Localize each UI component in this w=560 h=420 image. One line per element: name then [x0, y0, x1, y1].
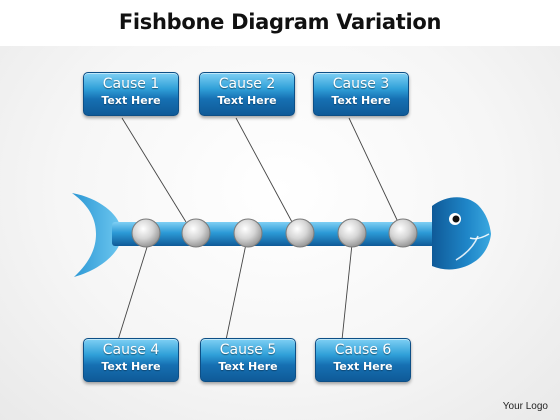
connector-line-4 — [117, 243, 149, 341]
logo-placeholder: Your Logo — [502, 401, 548, 412]
spine-node-5 — [337, 218, 367, 248]
cause-text: Text Here — [333, 360, 393, 373]
connector-line-1 — [121, 117, 187, 223]
cause-box-3: Cause 3 Text Here — [313, 72, 409, 116]
cause-text: Text Here — [331, 94, 391, 107]
connector-line-3 — [348, 117, 399, 223]
cause-text: Text Here — [101, 360, 161, 373]
cause-text: Text Here — [218, 360, 278, 373]
connector-lines — [117, 117, 399, 341]
cause-box-2: Cause 2 Text Here — [199, 72, 295, 116]
connector-line-5 — [225, 243, 247, 341]
fish-head — [432, 197, 491, 270]
spine-node-2 — [181, 218, 211, 248]
title-bar: Fishbone Diagram Variation — [0, 0, 560, 46]
spine-node-3 — [233, 218, 263, 248]
cause-title: Cause 1 — [102, 76, 160, 92]
fish-tail — [72, 193, 120, 277]
spine-nodes — [131, 218, 418, 248]
cause-box-5: Cause 5 Text Here — [200, 338, 296, 382]
cause-title: Cause 3 — [332, 76, 390, 92]
connector-line-2 — [235, 117, 293, 223]
cause-text: Text Here — [217, 94, 277, 107]
spine-node-6 — [388, 218, 418, 248]
cause-title: Cause 2 — [218, 76, 276, 92]
spine-node-4 — [285, 218, 315, 248]
cause-title: Cause 5 — [219, 342, 277, 358]
cause-title: Cause 4 — [102, 342, 160, 358]
spine-node-1 — [131, 218, 161, 248]
connector-line-6 — [341, 243, 353, 341]
cause-box-4: Cause 4 Text Here — [83, 338, 179, 382]
cause-title: Cause 6 — [334, 342, 392, 358]
cause-box-6: Cause 6 Text Here — [315, 338, 411, 382]
cause-text: Text Here — [101, 94, 161, 107]
cause-box-1: Cause 1 Text Here — [83, 72, 179, 116]
page-title: Fishbone Diagram Variation — [118, 10, 442, 34]
